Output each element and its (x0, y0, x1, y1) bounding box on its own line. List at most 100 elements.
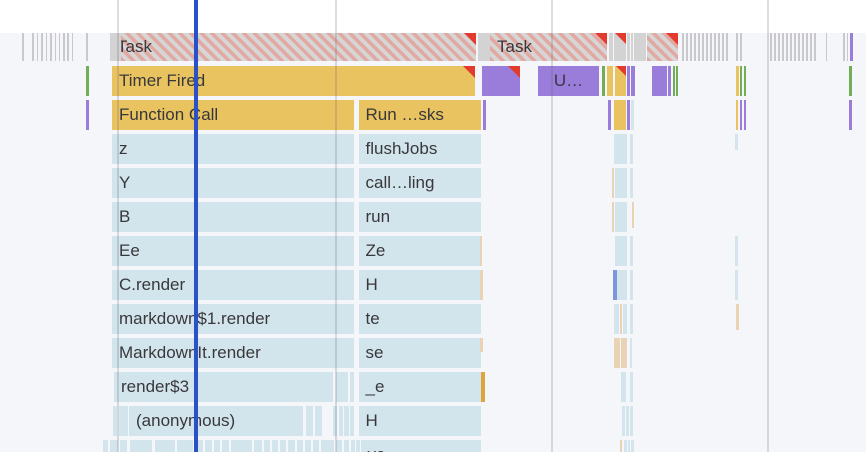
event-tick[interactable] (714, 33, 716, 61)
event-bar[interactable] (482, 66, 520, 96)
frame-bar[interactable]: run (358, 202, 481, 232)
event-tick[interactable] (22, 33, 24, 61)
event-tick[interactable] (58, 33, 60, 61)
event-tick[interactable] (86, 100, 89, 130)
event-tick[interactable] (614, 202, 627, 232)
task-bar[interactable] (609, 33, 613, 61)
function-call-bar[interactable]: Function Call (112, 100, 354, 130)
event-tick[interactable] (778, 33, 780, 61)
frame-bar[interactable] (306, 406, 313, 436)
frame-bar[interactable] (315, 406, 322, 436)
event-tick[interactable] (63, 33, 65, 61)
frame-bar[interactable] (321, 440, 334, 452)
event-tick[interactable] (628, 440, 630, 452)
event-tick[interactable] (740, 33, 742, 61)
event-tick[interactable] (736, 66, 739, 96)
task-bar[interactable] (627, 33, 630, 61)
event-tick[interactable] (614, 304, 619, 334)
frame-bar[interactable]: call…ling (358, 168, 481, 198)
event-tick[interactable] (718, 33, 720, 61)
event-tick[interactable] (616, 270, 627, 300)
event-bar[interactable] (607, 66, 613, 96)
frame-bar[interactable]: Ee (112, 236, 354, 266)
event-tick[interactable] (621, 338, 627, 368)
frame-bar[interactable] (110, 440, 118, 452)
event-tick[interactable] (480, 270, 483, 300)
frame-bar[interactable] (343, 406, 349, 436)
task-bar[interactable] (478, 33, 490, 61)
event-bar[interactable] (601, 66, 605, 96)
event-tick[interactable] (67, 33, 69, 61)
event-tick[interactable] (41, 33, 43, 61)
frame-bar[interactable]: z (112, 134, 354, 164)
task-bar[interactable]: Task (110, 33, 476, 61)
event-tick[interactable] (613, 270, 617, 300)
event-tick[interactable] (630, 372, 633, 402)
event-tick[interactable] (702, 33, 704, 61)
event-tick[interactable] (632, 202, 634, 228)
frame-bar[interactable] (305, 440, 311, 452)
event-tick[interactable] (740, 66, 742, 96)
event-tick[interactable] (774, 33, 776, 61)
frame-bar[interactable] (336, 372, 348, 402)
task-bar[interactable]: Task (490, 33, 607, 61)
frame-bar[interactable] (313, 440, 319, 452)
event-tick[interactable] (622, 406, 625, 436)
event-tick[interactable] (690, 33, 692, 61)
frame-bar[interactable] (222, 440, 229, 452)
timer-fired-bar[interactable]: Timer Fired (112, 66, 475, 96)
event-bar[interactable] (675, 66, 678, 96)
event-tick[interactable] (614, 168, 627, 198)
frame-bar[interactable] (350, 440, 355, 452)
event-tick[interactable] (726, 33, 728, 61)
event-bar[interactable] (482, 100, 486, 130)
event-tick[interactable] (743, 100, 746, 130)
event-bar[interactable] (627, 66, 630, 96)
task-bar[interactable] (633, 33, 646, 61)
frame-bar[interactable]: flushJobs (358, 134, 481, 164)
event-bar[interactable] (672, 66, 675, 96)
frame-bar[interactable] (130, 440, 152, 452)
frame-bar[interactable] (118, 406, 128, 436)
frame-bar[interactable] (196, 440, 203, 452)
frame-bar[interactable] (338, 406, 343, 436)
event-tick[interactable] (630, 406, 633, 436)
event-bar[interactable] (614, 100, 626, 130)
task-bar[interactable] (647, 33, 678, 61)
event-tick[interactable] (686, 33, 688, 61)
event-tick[interactable] (735, 134, 738, 150)
event-tick[interactable] (630, 134, 633, 164)
event-tick[interactable] (706, 33, 708, 61)
event-tick[interactable] (806, 33, 808, 61)
event-tick[interactable] (682, 33, 684, 61)
frame-bar[interactable]: te (358, 304, 481, 334)
frame-bar[interactable] (336, 440, 342, 452)
event-tick[interactable] (631, 440, 634, 452)
frame-bar[interactable] (344, 440, 349, 452)
frame-bar[interactable] (231, 440, 252, 452)
event-tick[interactable] (740, 100, 742, 130)
frame-bar[interactable] (113, 406, 117, 436)
event-tick[interactable] (790, 33, 792, 61)
event-tick[interactable] (630, 304, 633, 334)
frame-bar[interactable] (272, 440, 278, 452)
frame-bar[interactable] (155, 440, 175, 452)
event-tick[interactable] (630, 168, 633, 198)
event-tick[interactable] (694, 33, 696, 61)
event-tick[interactable] (710, 33, 712, 61)
frame-bar[interactable] (297, 440, 303, 452)
event-tick[interactable] (614, 134, 627, 164)
event-tick[interactable] (630, 338, 632, 368)
event-bar[interactable] (668, 66, 671, 96)
run-microtasks-bar[interactable]: Run …sks (358, 100, 481, 130)
frame-bar[interactable] (280, 440, 286, 452)
frame-bar[interactable]: Ze (358, 236, 481, 266)
playhead[interactable] (194, 0, 198, 452)
event-tick[interactable] (798, 33, 800, 61)
event-tick[interactable] (736, 33, 738, 61)
frame-bar[interactable] (350, 372, 354, 402)
event-tick[interactable] (626, 406, 629, 436)
event-tick[interactable] (848, 100, 852, 130)
event-tick[interactable] (735, 270, 738, 300)
